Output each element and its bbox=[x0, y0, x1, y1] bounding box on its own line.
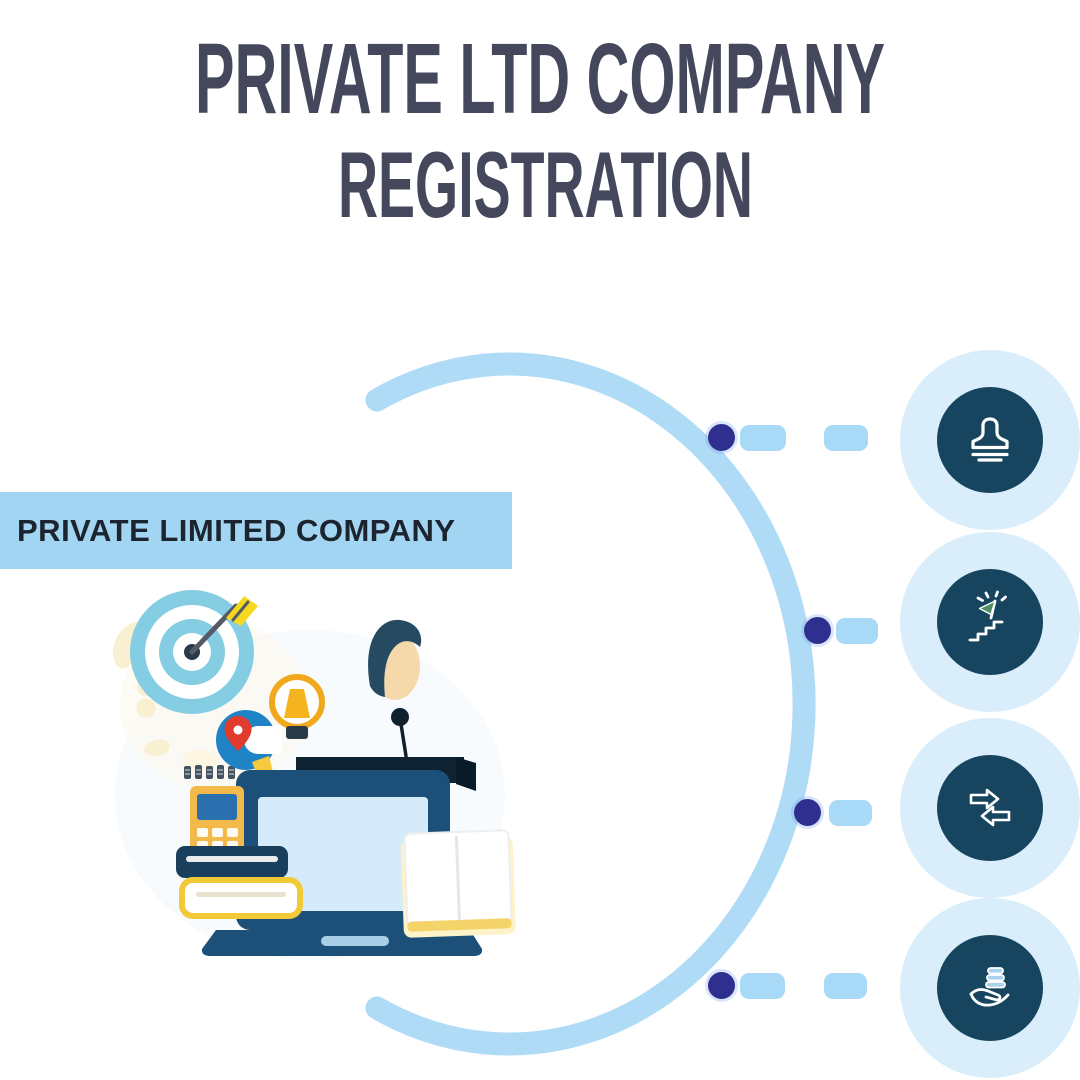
connector-dash-1b bbox=[824, 425, 868, 451]
page-title: PRIVATE LTD COMPANY REGISTRATION bbox=[195, 23, 885, 237]
arrow-shaft bbox=[189, 603, 239, 655]
connector-dash-4b bbox=[824, 973, 867, 999]
person-head bbox=[368, 619, 422, 700]
connector-dash-1a bbox=[740, 425, 786, 451]
target-with-arrow bbox=[130, 590, 258, 714]
step-circle-4-inner bbox=[937, 935, 1043, 1041]
books bbox=[176, 846, 303, 919]
step-circle-3 bbox=[900, 718, 1080, 898]
coin-marks bbox=[184, 765, 235, 779]
lightbulb bbox=[269, 674, 325, 739]
stamp-icon bbox=[971, 417, 1009, 462]
connector-dash-2 bbox=[836, 618, 878, 644]
connector-dot-2 bbox=[804, 617, 831, 644]
megaphone-location-pin bbox=[216, 710, 282, 780]
connector-dot-4 bbox=[708, 972, 735, 999]
open-book bbox=[400, 829, 516, 938]
step-circle-3-inner bbox=[937, 755, 1043, 861]
microphone bbox=[391, 708, 409, 758]
company-banner-label: PRIVATE LIMITED COMPANY bbox=[17, 512, 456, 548]
laptop-notch bbox=[321, 936, 389, 946]
connector-dot-1 bbox=[708, 424, 735, 451]
title-line-2: REGISTRATION bbox=[338, 132, 753, 237]
process-arc-path bbox=[365, 352, 816, 1056]
step-circle-2-inner bbox=[937, 569, 1043, 675]
step-circle-4 bbox=[900, 898, 1080, 1078]
title-line-1: PRIVATE LTD COMPANY bbox=[195, 23, 885, 135]
connector-dot-3 bbox=[794, 799, 821, 826]
cream-blob-2 bbox=[183, 750, 217, 770]
laptop-screen bbox=[258, 797, 428, 911]
person-hair bbox=[368, 619, 422, 697]
cream-blob-1 bbox=[144, 739, 170, 757]
company-banner: PRIVATE LIMITED COMPANY bbox=[0, 492, 512, 569]
company-illustration bbox=[113, 590, 516, 960]
transfer-arrows-icon bbox=[969, 788, 1011, 827]
connector-dash-3 bbox=[829, 800, 872, 826]
connector-dash-4a bbox=[740, 973, 785, 999]
step-circle-1 bbox=[900, 350, 1080, 530]
hand-coins-icon bbox=[969, 967, 1010, 1007]
step-circle-1-inner bbox=[937, 387, 1043, 493]
success-steps-flag-icon bbox=[968, 590, 1007, 642]
step-circle-2 bbox=[900, 532, 1080, 712]
